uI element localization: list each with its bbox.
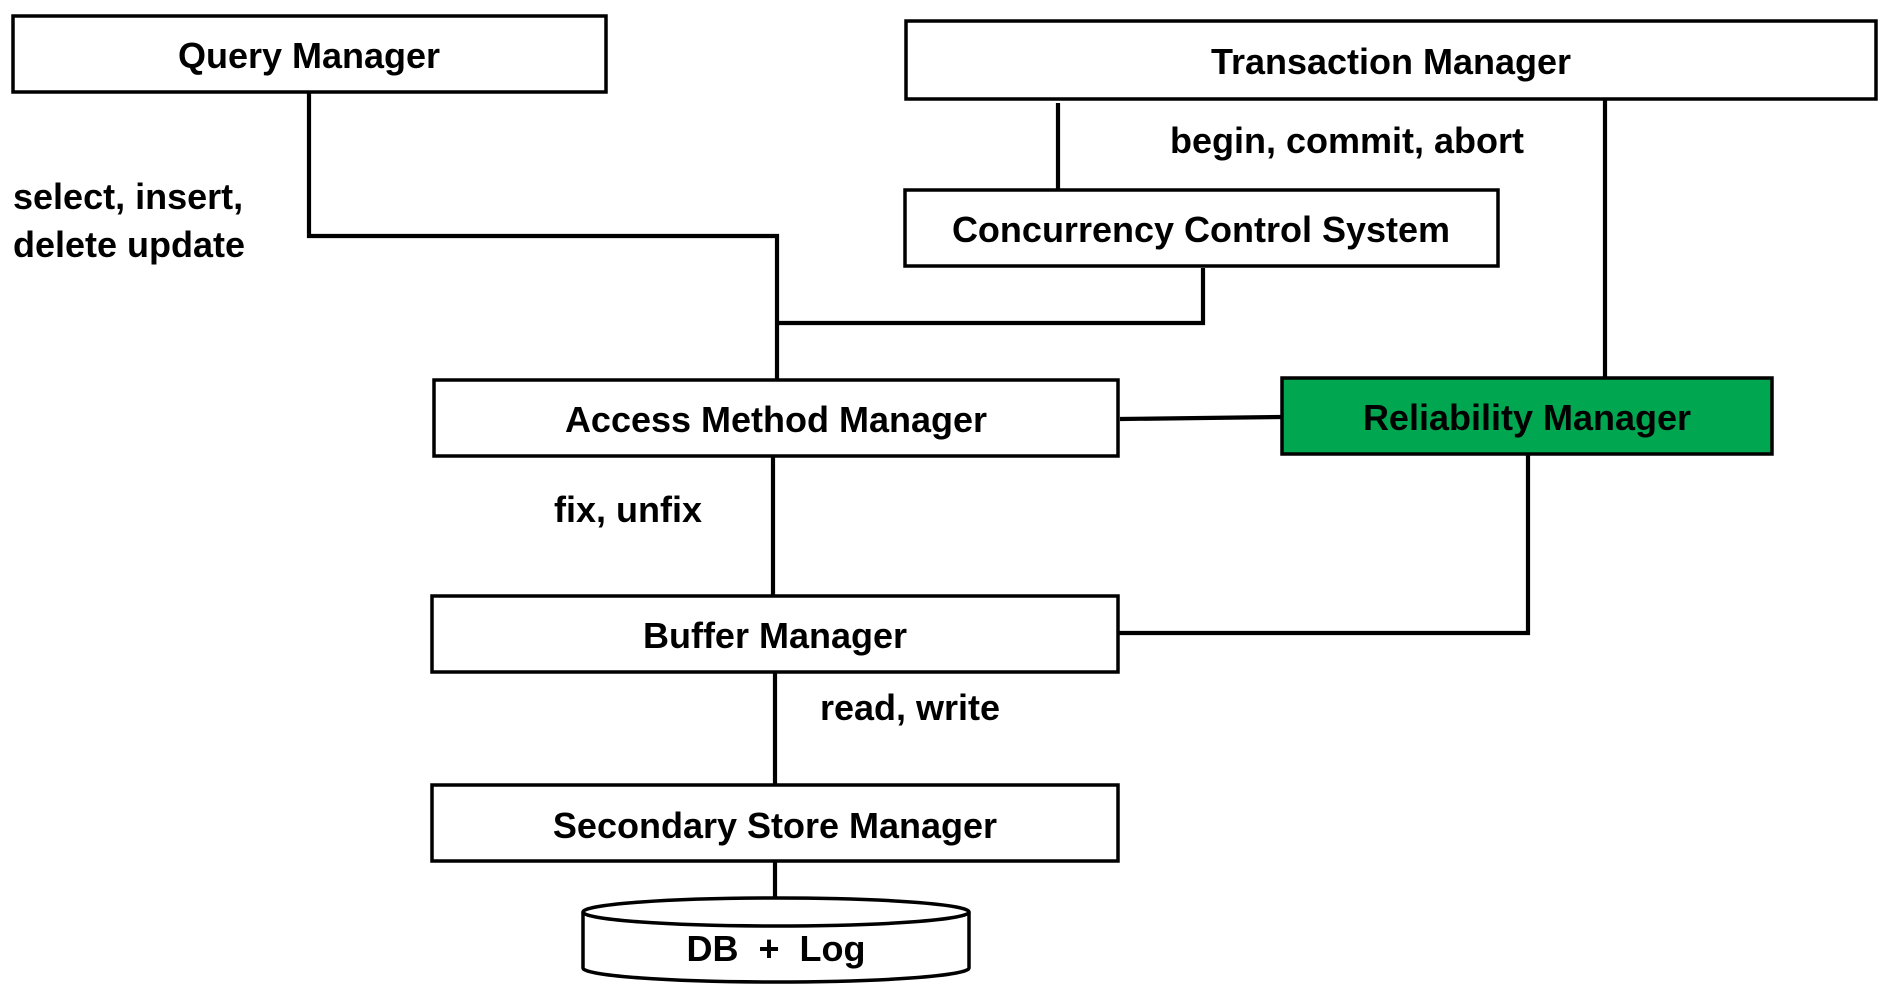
connectors bbox=[306, 93, 1608, 900]
buffer-manager-box: Buffer Manager bbox=[430, 594, 1120, 674]
edge-labels: select, insert, delete update begin, com… bbox=[13, 120, 1524, 728]
secondary-store-manager-box: Secondary Store Manager bbox=[430, 783, 1120, 863]
concurrency-control-label: Concurrency Control System bbox=[952, 209, 1450, 250]
db-log-cylinder: DB + Log bbox=[581, 896, 971, 984]
buffer-manager-label: Buffer Manager bbox=[643, 615, 907, 656]
query-ops-label-line2: delete update bbox=[13, 224, 245, 265]
connector-reliability-to-buffer bbox=[1118, 455, 1531, 636]
access-ops-label: fix, unfix bbox=[554, 489, 702, 530]
buffer-ops-label: read, write bbox=[820, 687, 1000, 728]
query-manager-box: Query Manager bbox=[11, 14, 608, 94]
access-method-manager-label: Access Method Manager bbox=[565, 399, 987, 440]
concurrency-control-box: Concurrency Control System bbox=[903, 188, 1500, 268]
query-ops-label-line1: select, insert, bbox=[13, 176, 243, 217]
connector-query-to-access bbox=[306, 93, 780, 380]
transaction-manager-box: Transaction Manager bbox=[904, 19, 1878, 101]
secondary-store-manager-label: Secondary Store Manager bbox=[553, 805, 997, 846]
connector-concurrency-to-access bbox=[777, 268, 1206, 326]
db-log-label: DB + Log bbox=[687, 928, 866, 969]
connector-access-to-reliability bbox=[1119, 414, 1283, 422]
query-manager-label: Query Manager bbox=[178, 35, 440, 76]
access-method-manager-box: Access Method Manager bbox=[432, 378, 1120, 458]
reliability-manager-box: Reliability Manager bbox=[1280, 376, 1774, 456]
transaction-manager-label: Transaction Manager bbox=[1211, 41, 1571, 82]
reliability-manager-label: Reliability Manager bbox=[1363, 397, 1691, 438]
transaction-ops-label: begin, commit, abort bbox=[1170, 120, 1524, 161]
